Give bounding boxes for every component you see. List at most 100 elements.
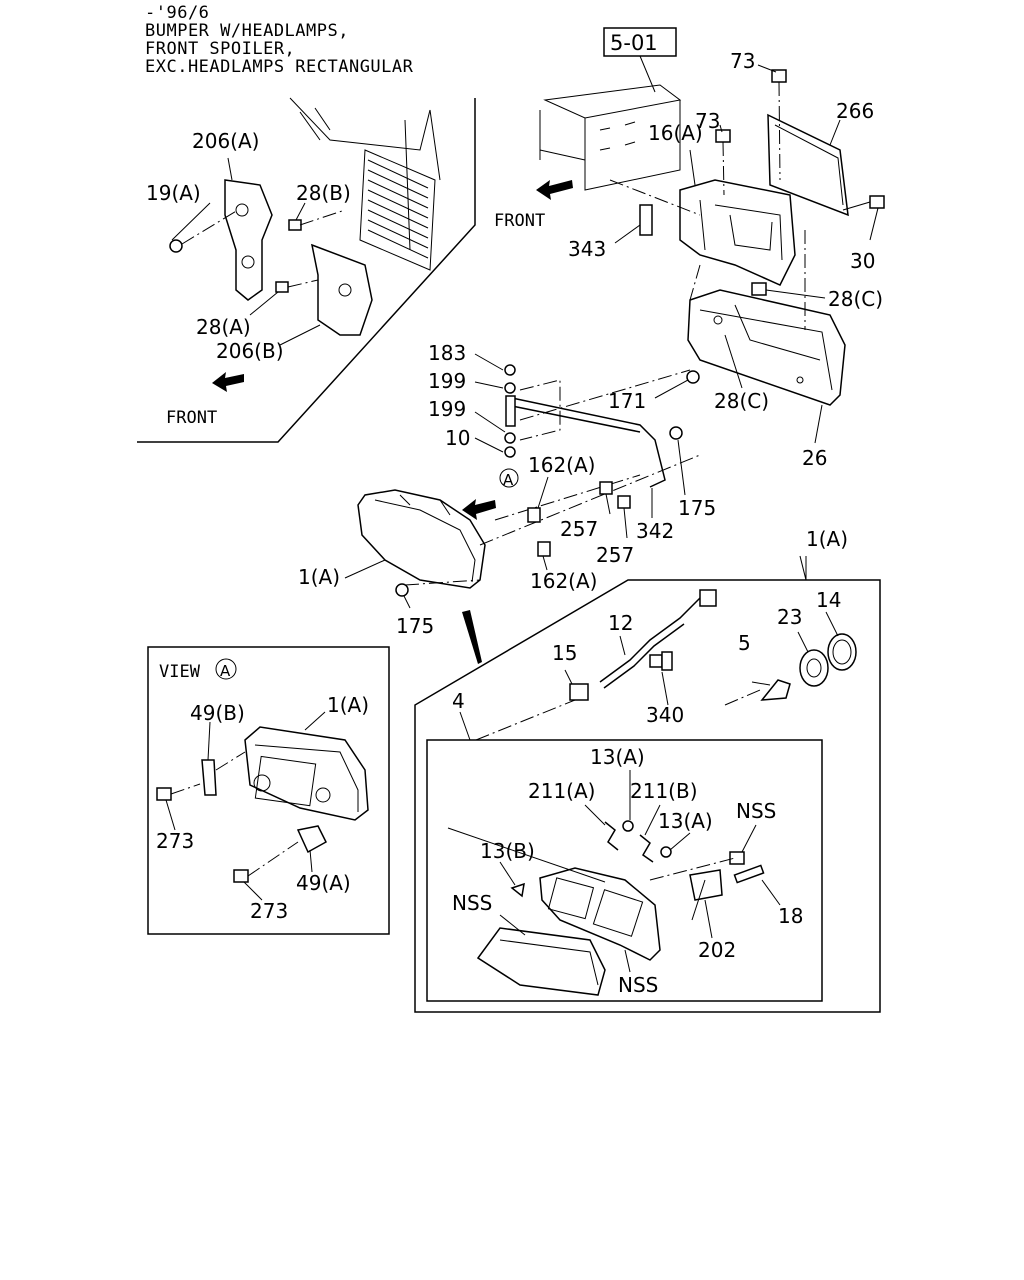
labels: 5-01 FRONT FRONT VIEW A 73 73 266 16(A) … — [146, 31, 883, 997]
nut-13a-mid-icon — [660, 846, 672, 858]
label-171: 171 — [608, 389, 646, 413]
label-19a: 19(A) — [146, 181, 201, 205]
header-line-2: BUMPER W/HEADLAMPS, — [145, 21, 349, 41]
bulb-holder-23-icon — [799, 649, 829, 687]
bolt-30-icon — [869, 195, 885, 209]
label-1a-main: 1(A) — [298, 565, 340, 589]
bolt-28b-icon — [288, 219, 302, 231]
nut-175-lower-icon — [395, 583, 409, 597]
screw-257b-icon — [617, 495, 631, 509]
header-line-4: EXC.HEADLAMPS RECTANGULAR — [145, 57, 414, 77]
label-273-b: 273 — [250, 899, 288, 923]
reference-box-label: 5-01 — [610, 31, 658, 55]
label-13b: 13(B) — [480, 839, 535, 863]
label-nss-bolt: NSS — [736, 799, 776, 823]
front-label-top: FRONT — [494, 211, 545, 231]
label-273-a: 273 — [156, 829, 194, 853]
label-28a: 28(A) — [196, 315, 251, 339]
label-5: 5 — [738, 631, 751, 655]
label-13a-top: 13(A) — [590, 745, 645, 769]
label-342: 342 — [636, 519, 674, 543]
screw-257a-icon — [599, 481, 613, 495]
label-73-top: 73 — [730, 49, 755, 73]
front-arrow-lamp-icon — [462, 499, 496, 520]
bolt-73-top-icon — [771, 69, 787, 83]
label-18: 18 — [778, 904, 803, 928]
lamp-housing-nss-icon — [539, 867, 661, 961]
label-202: 202 — [698, 938, 736, 962]
label-30: 30 — [850, 249, 875, 273]
bulb-5-icon — [760, 679, 791, 701]
label-15: 15 — [552, 641, 577, 665]
adjuster-202-icon — [689, 869, 723, 921]
adjuster-162a-bot-icon — [537, 541, 551, 557]
label-23: 23 — [777, 605, 802, 629]
label-49a: 49(A) — [296, 871, 351, 895]
label-162a-bot: 162(A) — [530, 569, 597, 593]
bolt-273a-icon — [156, 787, 172, 801]
label-211a: 211(A) — [528, 779, 595, 803]
bolt-28a-icon — [275, 281, 289, 293]
label-340: 340 — [646, 703, 684, 727]
front-label-left: FRONT — [166, 408, 217, 428]
label-1a-right: 1(A) — [806, 527, 848, 551]
view-lamp-icon — [244, 726, 369, 821]
label-199-b: 199 — [428, 397, 466, 421]
callout-a-marker — [499, 468, 519, 488]
callout-a-letter: A — [503, 471, 514, 489]
nut-175-upper-icon — [669, 426, 683, 440]
bracket-49a-icon — [296, 825, 327, 854]
label-266: 266 — [836, 99, 874, 123]
label-16a: 16(A) — [648, 121, 703, 145]
ring-14-icon — [827, 633, 857, 671]
header-line-3: FRONT SPOILER, — [145, 39, 296, 59]
label-257-a: 257 — [560, 517, 598, 541]
label-4: 4 — [452, 689, 465, 713]
label-343: 343 — [568, 237, 606, 261]
front-arrow-top-icon — [536, 180, 573, 200]
label-175-upper: 175 — [678, 496, 716, 520]
nut-171-icon — [686, 370, 700, 384]
clip-211b-icon — [639, 834, 654, 863]
header-line-1: -'96/6 — [145, 3, 210, 23]
label-73-mid: 73 — [695, 109, 720, 133]
bolt-273b-icon — [233, 869, 249, 883]
label-28c-mid: 28(C) — [714, 389, 769, 413]
lamp-exploded-box — [414, 555, 881, 1013]
nut-13a-top-icon — [622, 820, 634, 832]
clip-13b-icon — [510, 882, 525, 898]
clip-211a-icon — [604, 821, 619, 851]
label-1a-view: 1(A) — [327, 693, 369, 717]
connector-12-icon — [699, 589, 717, 607]
label-13a-mid: 13(A) — [658, 809, 713, 833]
bolt-28c-top-icon — [751, 282, 767, 296]
label-26: 26 — [802, 446, 827, 470]
label-175-lower: 175 — [396, 614, 434, 638]
label-206a: 206(A) — [192, 129, 259, 153]
screw-340-icon — [649, 651, 673, 671]
label-206b: 206(B) — [216, 339, 284, 363]
nut-19a-icon — [169, 239, 183, 253]
washer-stack-icon — [504, 364, 516, 458]
label-28b: 28(B) — [296, 181, 351, 205]
view-marker: A — [220, 662, 231, 680]
label-183: 183 — [428, 341, 466, 365]
adjuster-162a-top-icon — [527, 507, 541, 523]
label-162a-top: 162(A) — [528, 453, 595, 477]
label-199-a: 199 — [428, 369, 466, 393]
label-nss-housing: NSS — [618, 973, 658, 997]
bolt-343-icon — [639, 204, 653, 236]
main-assembly: A — [344, 27, 885, 664]
label-211b: 211(B) — [630, 779, 698, 803]
bolt-nss-icon — [729, 851, 745, 865]
label-257-b: 257 — [596, 543, 634, 567]
headlamp-1a-icon — [357, 489, 486, 589]
label-10: 10 — [445, 426, 470, 450]
label-12: 12 — [608, 611, 633, 635]
front-arrow-left-icon — [212, 372, 244, 392]
screw-18-icon — [733, 864, 765, 884]
lens-nss-icon — [476, 927, 606, 996]
view-title: VIEW — [159, 662, 201, 682]
label-28c-top: 28(C) — [828, 287, 883, 311]
